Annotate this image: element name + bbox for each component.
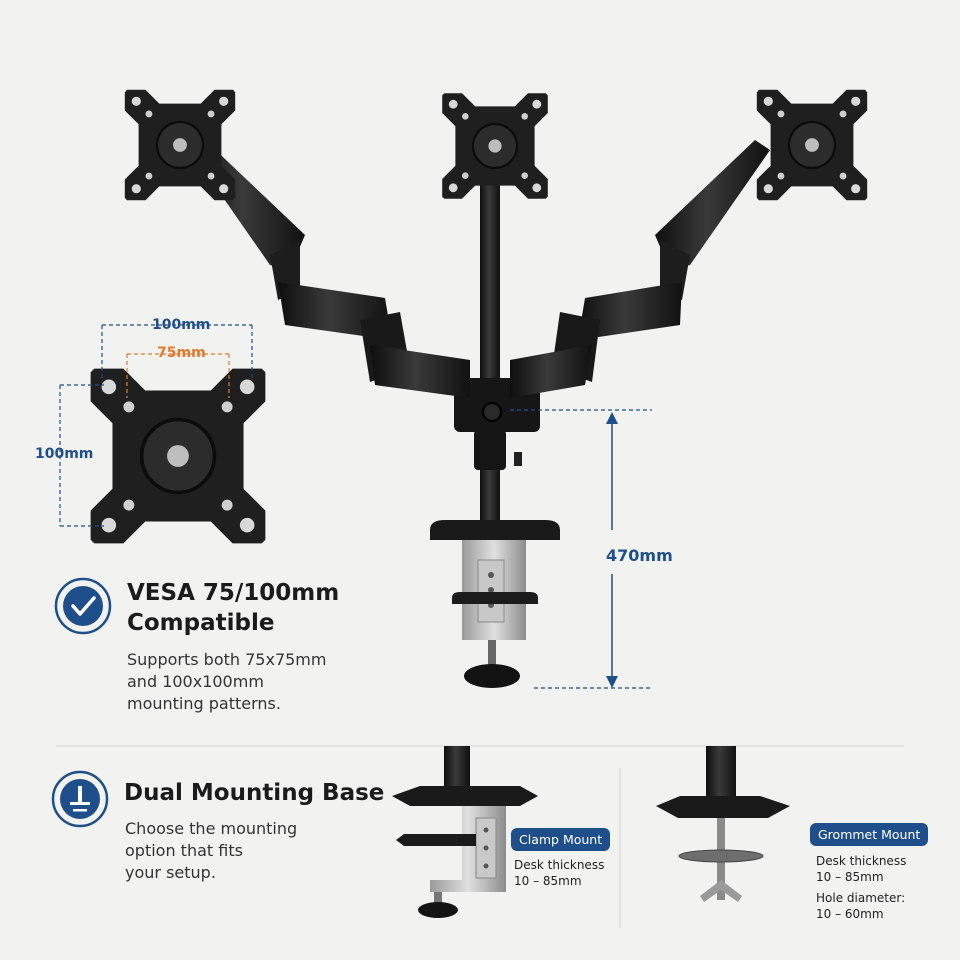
- feature-base-title: Dual Mounting Base: [124, 780, 385, 806]
- grommet-base-icon: [51, 770, 109, 828]
- right-arm: [655, 140, 770, 270]
- feature-base-desc-line1: Choose the mounting: [125, 819, 298, 838]
- grommet-spec-line2: 10 – 85mm: [816, 870, 884, 884]
- feature-base-desc-line3: your setup.: [125, 863, 216, 882]
- feature-vesa-title-line1: VESA 75/100mm: [127, 580, 340, 606]
- clamp-mount-illustration: [392, 746, 538, 918]
- triple-monitor-arm: [123, 88, 869, 688]
- center-pole: [480, 185, 500, 525]
- grommet-spec-line4: 10 – 60mm: [816, 907, 884, 921]
- clamp-top-plate: [430, 520, 560, 540]
- clamp-spec-line1: Desk thickness: [514, 858, 605, 872]
- feature-vesa-desc-line1: Supports both 75x75mm: [127, 650, 327, 669]
- clamp-spec-line2: 10 – 85mm: [514, 874, 582, 888]
- pole-height-label: 470mm: [606, 544, 673, 567]
- feature-vesa-desc-line3: mounting patterns.: [127, 694, 281, 713]
- height-dimension: [510, 409, 652, 689]
- vesa-width-inner-label: 75mm: [157, 345, 206, 361]
- vesa-dimension-diagram: [59, 324, 268, 546]
- grommet-mount-badge: Grommet Mount: [810, 823, 929, 846]
- feature-vesa-title-line2: Compatible: [127, 610, 275, 636]
- grommet-spec-line1: Desk thickness: [816, 854, 907, 868]
- feature-vesa-desc-line2: and 100x100mm: [127, 672, 264, 691]
- vesa-height-label: 100mm: [35, 446, 94, 462]
- vesa-plate-center: [441, 92, 549, 200]
- check-badge-icon: [54, 577, 112, 635]
- grommet-mount-illustration: [656, 746, 790, 902]
- grommet-spec-line3: Hole diameter:: [816, 891, 906, 905]
- vesa-plate-left: [123, 88, 237, 202]
- vesa-width-outer-label: 100mm: [152, 317, 211, 333]
- vesa-plate-right: [755, 88, 869, 202]
- clamp-mount-badge: Clamp Mount: [511, 828, 611, 851]
- feature-base-desc-line2: option that fits: [125, 841, 243, 860]
